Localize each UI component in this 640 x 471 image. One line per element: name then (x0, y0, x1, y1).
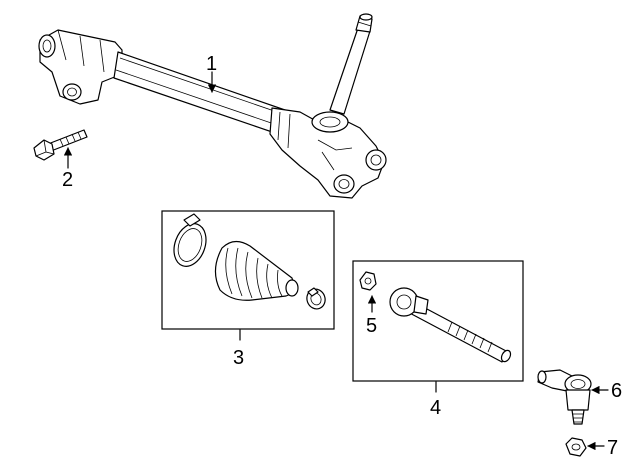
inner-tie-rod-box (352, 260, 524, 382)
nut-part (565, 437, 587, 457)
callout-3: 3 (233, 347, 244, 369)
callout-6: 6 (611, 380, 622, 402)
callout-2: 2 (62, 169, 73, 191)
callout-7: 7 (607, 437, 618, 459)
callout-5: 5 (366, 315, 377, 337)
boot-clamp-small (306, 287, 326, 310)
outer-tie-rod-end (537, 369, 592, 425)
lock-nut-part (359, 271, 377, 291)
leader-lines (63, 71, 609, 451)
steering-gear-assembly (38, 13, 387, 199)
callout-1: 1 (206, 53, 217, 75)
inner-tie-rod (389, 287, 512, 363)
boot-clamp-large (173, 213, 207, 267)
boot-kit-box (161, 210, 335, 330)
callout-4: 4 (430, 397, 441, 419)
bolt-part (33, 129, 88, 161)
steering-boot (214, 240, 299, 301)
